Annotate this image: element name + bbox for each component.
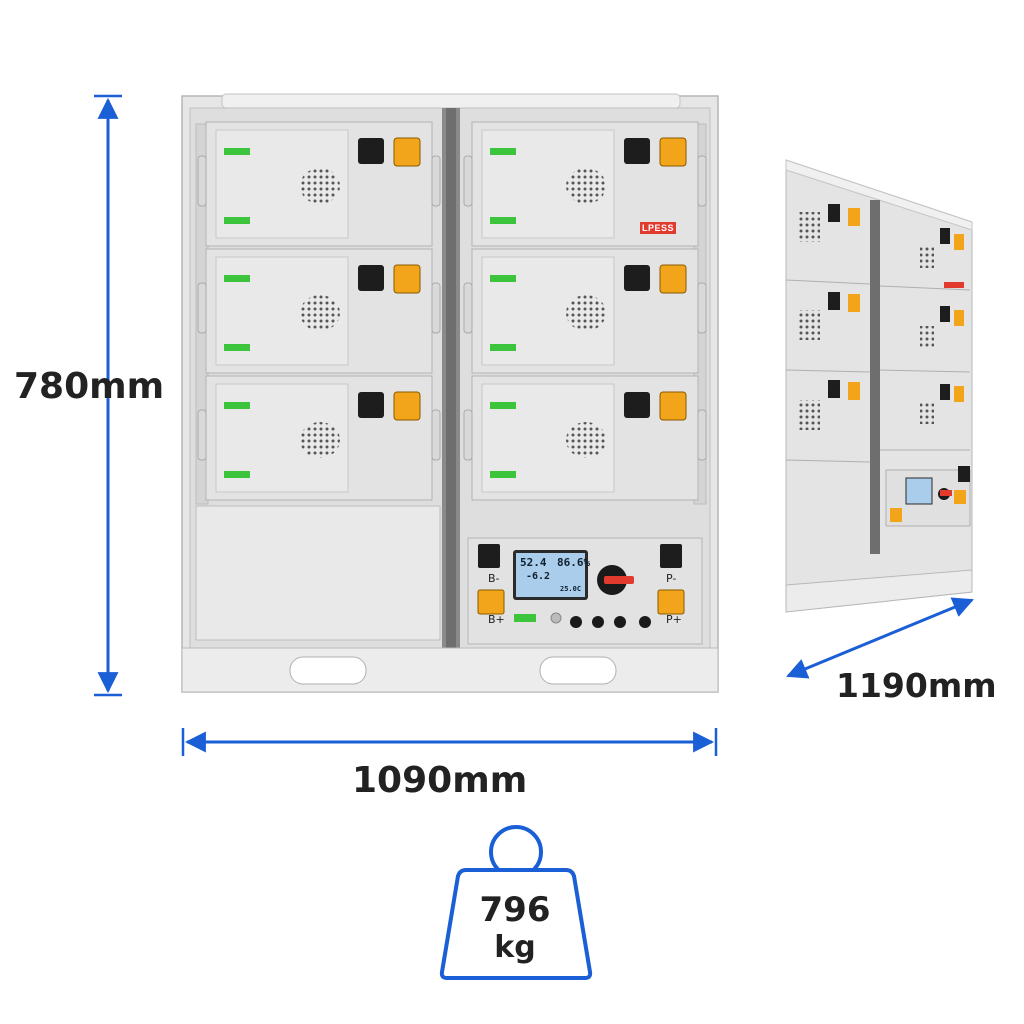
terminal-b-plus-label: B+ bbox=[488, 613, 505, 626]
screen-temp: 25.0C bbox=[560, 585, 582, 593]
screen-percent: 86.6% bbox=[557, 556, 591, 569]
width-dimension-line bbox=[181, 728, 718, 756]
width-label: 1090mm bbox=[352, 760, 528, 801]
depth-label: 1190mm bbox=[836, 666, 997, 705]
weight-icon bbox=[439, 825, 593, 980]
weight-value: 796 bbox=[479, 890, 551, 930]
battery-cabinet-side-view bbox=[785, 159, 973, 613]
height-label: 780mm bbox=[14, 366, 165, 407]
terminal-p-plus-label: P+ bbox=[666, 613, 682, 626]
depth-dimension-line bbox=[786, 597, 974, 679]
screen-voltage: 52.4 bbox=[520, 556, 547, 569]
brand-logo: LPESS bbox=[640, 222, 676, 234]
screen-current: -6.2 bbox=[526, 571, 551, 582]
battery-modules bbox=[197, 121, 707, 501]
control-module bbox=[467, 537, 703, 645]
weight-unit: kg bbox=[494, 930, 536, 965]
height-dimension-line bbox=[94, 94, 122, 697]
terminal-b-minus-label: B- bbox=[488, 572, 500, 585]
terminal-p-minus-label: P- bbox=[666, 572, 677, 585]
